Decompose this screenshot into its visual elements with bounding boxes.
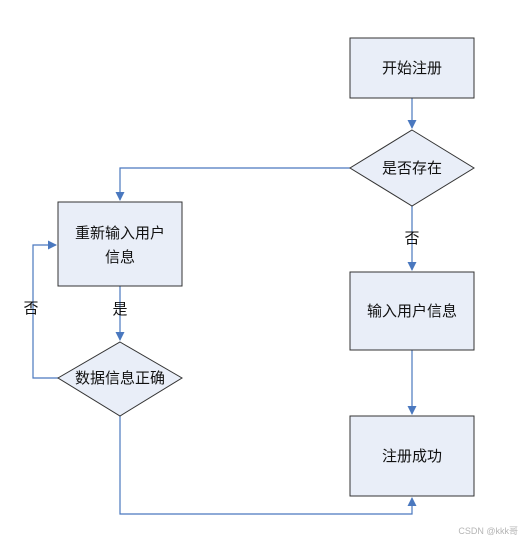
edge-label-validate-yes: 是 xyxy=(112,300,127,318)
edge-label-validate-no: 否 xyxy=(23,299,38,317)
node-validate xyxy=(57,341,183,417)
node-start-register xyxy=(349,37,475,99)
node-enter-info-label: 输入用户信息 xyxy=(367,302,457,320)
node-start-register-label: 开始注册 xyxy=(382,59,442,77)
node-reenter-info-label-1: 重新输入用户 xyxy=(75,224,165,242)
node-exists-check-label: 是否存在 xyxy=(382,159,442,177)
node-exists-check xyxy=(349,129,475,207)
edge-validate-yes-to-success xyxy=(119,416,417,515)
edge-check-yes-to-reenter xyxy=(115,167,350,201)
watermark: CSDN @kkk哥 xyxy=(458,526,518,536)
node-register-success-label: 注册成功 xyxy=(382,447,442,465)
node-enter-info xyxy=(349,271,475,351)
edge-validate-no-loop xyxy=(32,240,58,379)
node-validate-label: 数据信息正确 xyxy=(75,369,165,387)
node-reenter-info xyxy=(57,201,183,287)
edge-label-exists-no: 否 xyxy=(404,229,419,247)
node-register-success xyxy=(349,415,475,497)
node-reenter-info-label-2: 信息 xyxy=(105,248,135,266)
